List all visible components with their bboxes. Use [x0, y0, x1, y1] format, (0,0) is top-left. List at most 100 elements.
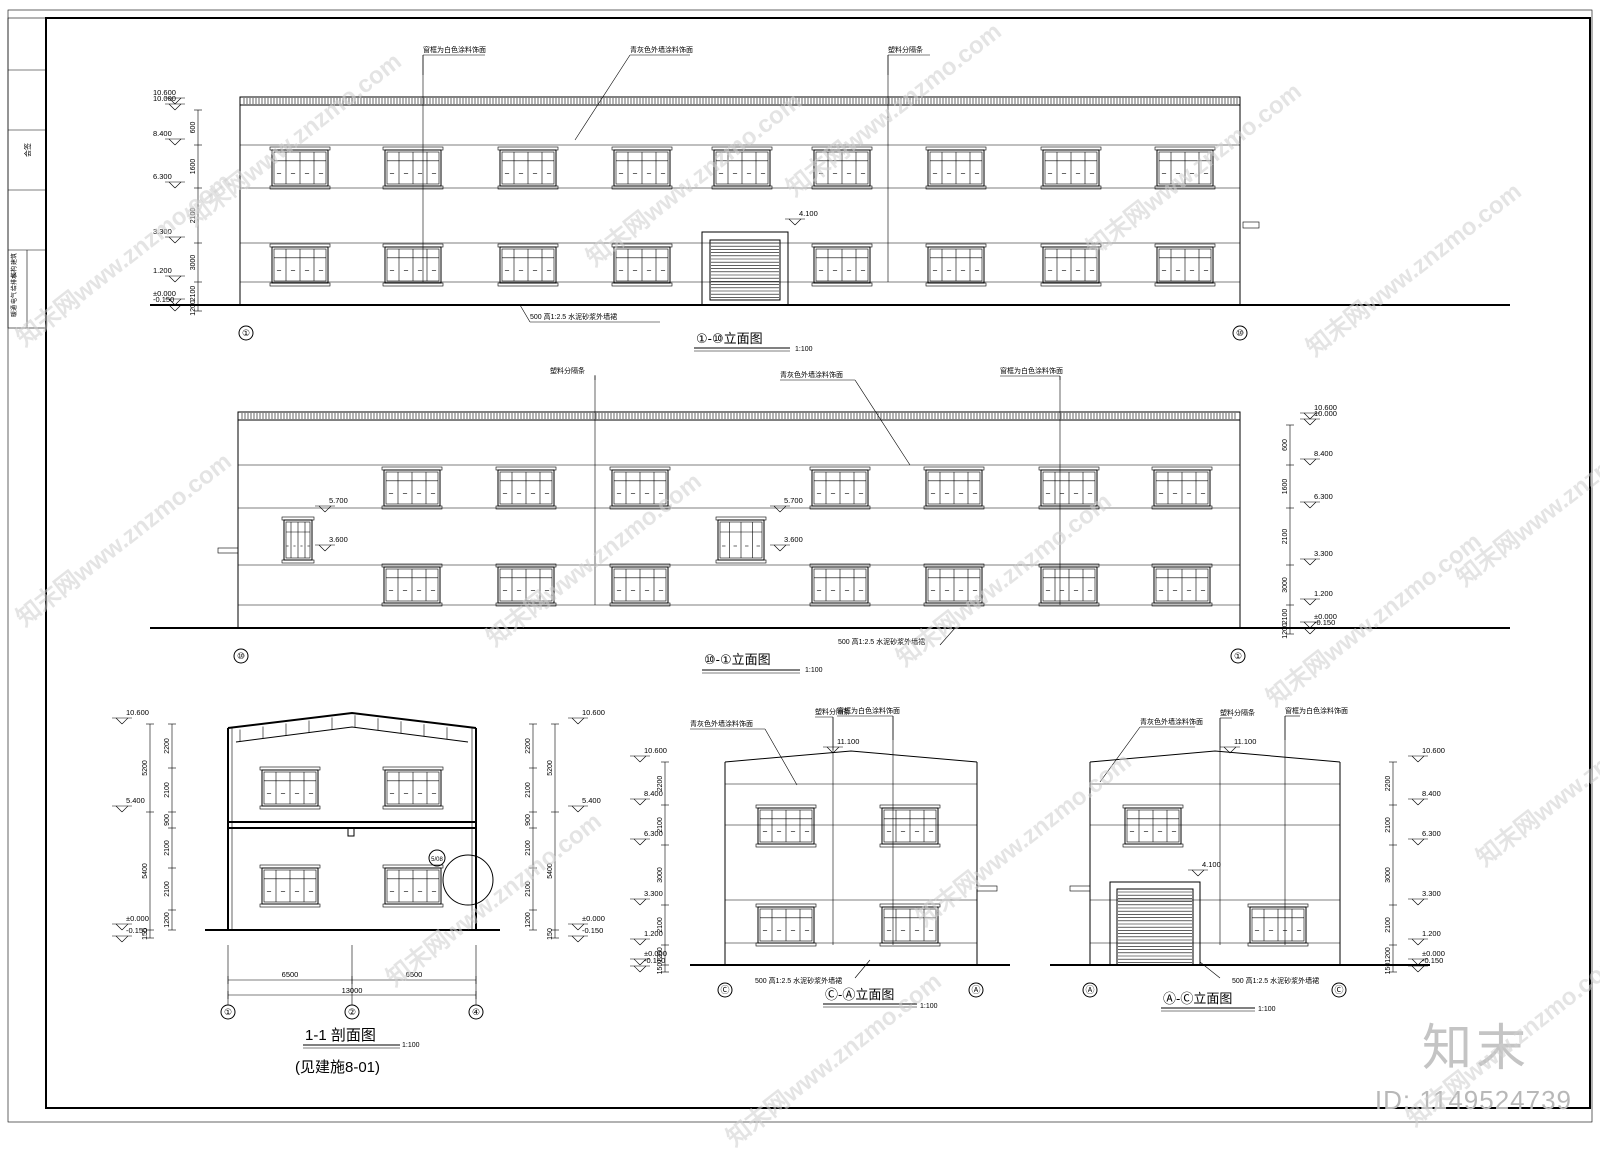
- view-note: (见建施8-01): [295, 1059, 380, 1076]
- axis-label: ①: [242, 328, 250, 338]
- signoff-label: 暖通: [10, 305, 18, 317]
- level-label: ±0.000: [153, 289, 176, 298]
- level-mark: [174, 181, 182, 189]
- leader-line: [1099, 726, 1141, 783]
- level-mark: [1303, 418, 1311, 426]
- leader-line: [519, 304, 531, 323]
- axis-bubble: [468, 1004, 484, 1020]
- window-sill: [609, 505, 671, 510]
- dimension-label: 2100: [657, 917, 664, 933]
- level-mark: [1303, 558, 1311, 566]
- level-label: 10.600: [126, 708, 149, 717]
- view-scale: 1:100: [805, 667, 823, 674]
- window: [497, 243, 559, 287]
- roller-door: [1116, 888, 1194, 966]
- level-label: -0.150: [126, 926, 147, 935]
- level-mark: [168, 275, 176, 283]
- level-mark: [1411, 798, 1419, 806]
- callout-text: 青灰色外墙涂料饰面: [780, 370, 843, 379]
- level-mark: [633, 958, 641, 966]
- dimension-label: 5200: [142, 760, 149, 776]
- dimension-label: 1600: [190, 159, 197, 175]
- window-sill: [611, 185, 673, 190]
- level-label: 3.600: [329, 535, 348, 544]
- level-label: 5.400: [126, 796, 145, 805]
- leader-line: [574, 54, 631, 141]
- dimension-label: 2100: [190, 208, 197, 224]
- level-label: 5.400: [582, 796, 601, 805]
- signoff-title: 会签: [23, 143, 32, 157]
- dimension-label: 600: [1282, 439, 1289, 451]
- callout-text: 塑料分隔条: [815, 707, 850, 716]
- window: [611, 243, 673, 287]
- outer-border: [7, 9, 1593, 1123]
- dimension-label: 3000: [1282, 577, 1289, 593]
- window-sill: [269, 185, 331, 190]
- window-sill: [1151, 505, 1213, 510]
- window: [1040, 243, 1102, 287]
- dimension-label: 3000: [190, 255, 197, 271]
- level-mark: [639, 898, 647, 906]
- window: [259, 766, 321, 810]
- window-sill: [925, 185, 987, 190]
- window-sill: [879, 942, 941, 947]
- level-label: 1.200: [1314, 589, 1333, 598]
- level-mark: [577, 717, 585, 725]
- drawing-border: [45, 17, 1591, 1109]
- dimension-label: 600: [190, 122, 197, 134]
- callout-text: 窗框为白色涂料饰面: [837, 706, 900, 715]
- window-sill: [811, 185, 873, 190]
- view-title: ①-⑩立面图: [696, 331, 763, 346]
- view-title: Ⓒ-Ⓐ立面图: [825, 987, 894, 1002]
- level-mark: [639, 958, 647, 966]
- dimension-label: 900: [525, 814, 532, 826]
- level-mark: [1309, 418, 1317, 426]
- level-mark: [639, 755, 647, 763]
- window: [711, 146, 773, 190]
- level-label: ±0.000: [1422, 949, 1445, 958]
- axis-label: Ⓒ: [1334, 985, 1343, 995]
- level-mark: [121, 935, 129, 943]
- axis-bubble: [1230, 648, 1246, 664]
- level-mark: [115, 923, 123, 931]
- rain-hood: [1242, 221, 1260, 229]
- dimension-label: 6500: [406, 970, 423, 979]
- window: [923, 466, 985, 510]
- window: [497, 146, 559, 190]
- gable-roof: [724, 750, 978, 763]
- callout-text: 窗框为白色涂料饰面: [1285, 706, 1348, 715]
- level-mark: [174, 97, 182, 105]
- level-label: 10.600: [582, 708, 605, 717]
- window-sill: [711, 185, 773, 190]
- window-sill: [923, 602, 985, 607]
- dimension-label: 2100: [525, 782, 532, 798]
- window: [269, 243, 331, 287]
- callout-text: 窗框为白色涂料饰面: [423, 45, 486, 54]
- level-mark: [571, 923, 579, 931]
- dimension-label: 1600: [1282, 479, 1289, 495]
- window-sill: [495, 602, 557, 607]
- level-mark: [1223, 746, 1231, 754]
- level-mark: [115, 935, 123, 943]
- window-sill: [879, 843, 941, 848]
- view-title: Ⓐ-Ⓒ立面图: [1163, 991, 1232, 1006]
- leader-line: [1199, 961, 1221, 979]
- callout-text: 塑料分隔条: [1220, 708, 1255, 717]
- level-mark: [1191, 869, 1199, 877]
- level-mark: [318, 544, 326, 552]
- level-mark: [1309, 412, 1317, 420]
- window-sill: [1038, 602, 1100, 607]
- callout-text: 500 高1:2.5 水泥砂浆外墙裙: [530, 312, 617, 321]
- window-sill: [381, 602, 443, 607]
- window: [1040, 146, 1102, 190]
- axis-bubble: [233, 648, 249, 664]
- view-scale: 1:100: [920, 1003, 938, 1010]
- window-sill: [1247, 942, 1309, 947]
- signoff-label: 建筑: [10, 253, 18, 265]
- level-mark: [832, 746, 840, 754]
- window-sill: [381, 505, 443, 510]
- axis-bubble: [717, 982, 733, 998]
- dimension-label: 150: [547, 928, 554, 940]
- level-mark: [773, 505, 781, 513]
- detail-mark: 5/08: [431, 857, 443, 863]
